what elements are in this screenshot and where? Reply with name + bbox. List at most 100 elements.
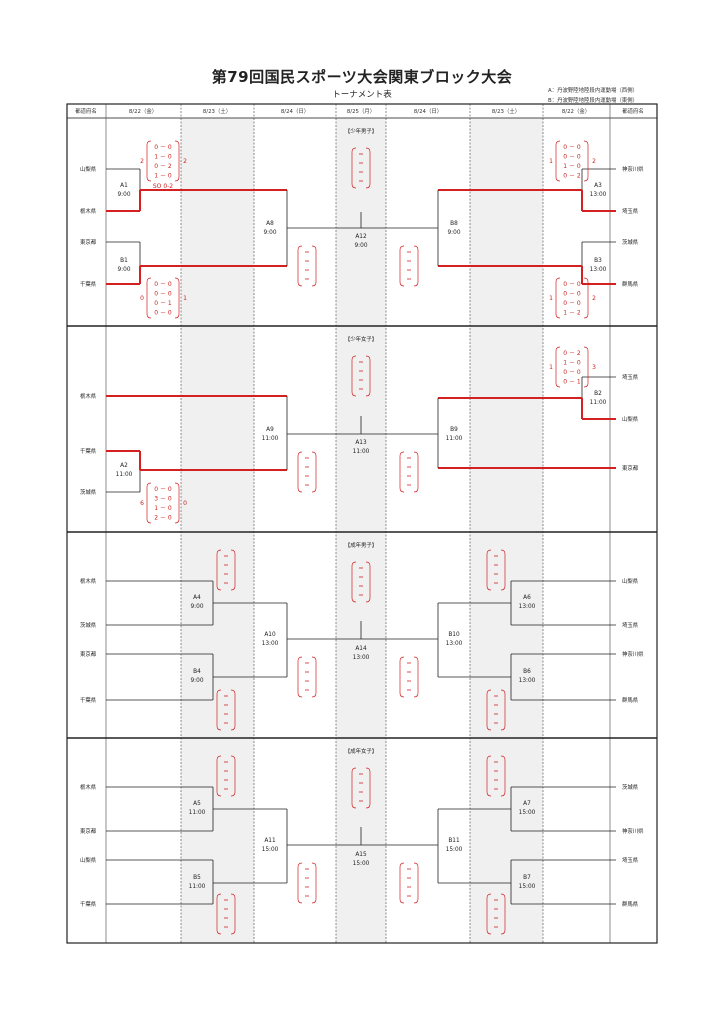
- empty-score-bracket: [399, 451, 405, 493]
- score-r1-total-left: 1: [549, 158, 553, 165]
- score-l2-line: 0 － 0: [154, 310, 172, 317]
- score-r1-line: 0 － 2: [563, 350, 581, 357]
- empty-score-bracket: [399, 656, 405, 698]
- empty-score-bracket: [297, 656, 303, 698]
- match-l2-id: A2: [120, 463, 128, 469]
- score-r1-total-right: 2: [592, 158, 596, 165]
- empty-score-bracket: [216, 755, 222, 797]
- score-l2-line: 0 － 1: [154, 300, 172, 307]
- match-l1-id: A5: [193, 801, 201, 807]
- empty-score-bracket: [297, 451, 303, 493]
- team-right: 埼玉県: [622, 856, 639, 864]
- score-l1-line: 0 － 2: [154, 163, 172, 170]
- score-l1-line: 1 － 0: [154, 173, 172, 180]
- match-l-semi-id: A8: [266, 221, 274, 227]
- match-final-time: 11:00: [353, 449, 370, 455]
- empty-score-bracket: [413, 245, 419, 287]
- empty-score-bracket: [311, 862, 317, 904]
- final-pending-score: [365, 561, 371, 603]
- score-r1-bracket: [583, 140, 589, 182]
- final-pending-score: [351, 147, 357, 189]
- score-l2-line: 2 － 0: [154, 515, 172, 522]
- page-subtitle: トーナメント表: [332, 90, 392, 100]
- empty-score-bracket: [500, 549, 506, 591]
- score-l2-bracket: [146, 482, 152, 524]
- team-left: 東京都: [80, 238, 97, 246]
- team-right: 埼玉県: [622, 621, 639, 629]
- score-r1-line: 0 － 2: [563, 173, 581, 180]
- match-l-semi-id: A11: [264, 838, 276, 844]
- section-label-men: 【成年男子】: [345, 541, 377, 549]
- section-label-women: 【成年女子】: [345, 747, 377, 755]
- match-final-id: A13: [355, 440, 367, 446]
- team-left: 栃木県: [80, 783, 97, 791]
- header-row: [66, 103, 658, 119]
- empty-score-bracket: [230, 549, 236, 591]
- match-r1-time: 15:00: [519, 810, 536, 816]
- score-l1-line: 1 － 0: [154, 154, 172, 161]
- score-r2-total-left: 1: [549, 295, 553, 302]
- team-right: 神奈川県: [622, 650, 644, 658]
- team-right: 群馬県: [622, 280, 639, 288]
- team-left: 千葉県: [80, 447, 97, 455]
- final-pending-score: [365, 355, 371, 397]
- team-right: 東京都: [622, 464, 639, 472]
- score-r2-line: 0 － 0: [563, 300, 581, 307]
- match-l-semi-time: 11:00: [262, 436, 279, 442]
- match-r-semi-id: B9: [450, 427, 458, 433]
- match-r-semi-id: B10: [448, 632, 460, 638]
- empty-score-bracket: [413, 862, 419, 904]
- team-right: 茨城県: [622, 783, 639, 791]
- score-r1-line: 0 － 0: [563, 154, 581, 161]
- score-r1-total-left: 1: [549, 364, 553, 371]
- match-r1-id: A3: [594, 183, 602, 189]
- match-l-semi-id: A9: [266, 427, 274, 433]
- match-final-time: 13:00: [353, 655, 370, 661]
- team-right: 群馬県: [622, 900, 639, 908]
- match-final-time: 9:00: [354, 243, 367, 249]
- section-label-boys: 【少年男子】: [345, 127, 377, 135]
- team-right: 山梨県: [622, 415, 639, 423]
- match-r2-time: 13:00: [590, 267, 607, 273]
- match-r2-id: B6: [523, 669, 531, 675]
- empty-score-bracket: [297, 245, 303, 287]
- match-l1-id: A4: [193, 595, 201, 601]
- empty-score-bracket: [413, 656, 419, 698]
- score-l2-line: 0 － 0: [154, 291, 172, 298]
- score-l1-total-left: 2: [140, 158, 144, 165]
- score-r2-total-right: 2: [592, 295, 596, 302]
- match-r-semi-time: 13:00: [446, 641, 463, 647]
- team-right: 群馬県: [622, 696, 639, 704]
- empty-score-bracket: [297, 862, 303, 904]
- section-label-girls: 【少年女子】: [345, 335, 377, 343]
- empty-score-bracket: [311, 245, 317, 287]
- header-date: 8/25（月）: [347, 108, 375, 115]
- empty-score-bracket: [311, 656, 317, 698]
- final-pending-score: [365, 767, 371, 809]
- team-right: 埼玉県: [622, 207, 639, 215]
- header-date: 8/24（日）: [414, 108, 442, 115]
- page-title: 第79回国民スポーツ大会関東ブロック大会: [211, 68, 513, 86]
- match-r2-id: B7: [523, 875, 531, 881]
- header-pref-left: 都道府名: [75, 107, 97, 115]
- score-l2-total-left: 6: [140, 500, 144, 507]
- team-left: 千葉県: [80, 280, 97, 288]
- team-left: 栃木県: [80, 207, 97, 215]
- score-l2-bracket: [146, 277, 152, 319]
- score-r1-line: 0 － 0: [563, 369, 581, 376]
- score-l2-total-right: 1: [183, 295, 187, 302]
- empty-score-bracket: [500, 893, 506, 935]
- score-r1-line: 1 － 0: [563, 360, 581, 367]
- empty-score-bracket: [230, 689, 236, 731]
- column-shade: [470, 118, 543, 943]
- match-r-semi-time: 11:00: [446, 436, 463, 442]
- team-left: 東京都: [80, 650, 97, 658]
- team-left: 東京都: [80, 827, 97, 835]
- match-final-id: A15: [355, 852, 367, 858]
- team-left: 千葉県: [80, 900, 97, 908]
- team-left: 千葉県: [80, 696, 97, 704]
- match-l2-time: 9:00: [190, 678, 203, 684]
- team-left: 栃木県: [80, 392, 97, 400]
- score-l2-bracket: [174, 482, 180, 524]
- match-r2-time: 13:00: [519, 678, 536, 684]
